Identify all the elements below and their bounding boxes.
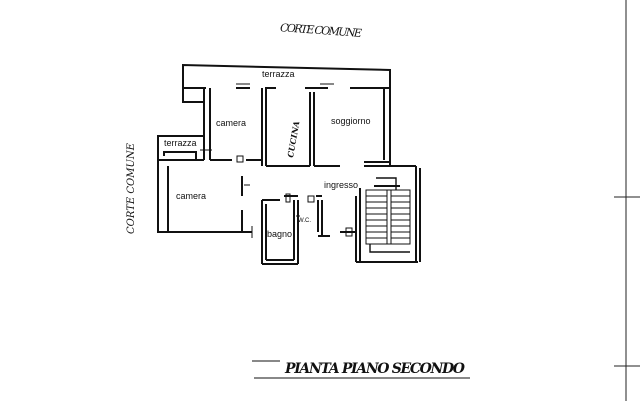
walls <box>157 63 421 265</box>
room-label-wc: W.C. <box>298 218 311 224</box>
window-marks <box>200 83 353 238</box>
room-label-camera-upper: camera <box>216 118 246 128</box>
staircase <box>365 177 411 253</box>
room-label-terrazza-side: terrazza <box>164 138 197 148</box>
room-label-ingresso: ingresso <box>324 180 358 190</box>
corte-comune-side-label: CORTE COMUNE <box>126 142 137 234</box>
room-label-terrazza-top: terrazza <box>262 69 295 79</box>
room-label-bagno: bagno <box>267 229 292 239</box>
room-label-soggiorno: soggiorno <box>331 116 371 126</box>
room-label-camera-lower: camera <box>176 191 206 201</box>
corte-comune-top-label: CORTE COMUNE <box>280 21 363 40</box>
room-label-cucina: CUCINA <box>285 120 301 158</box>
plan-title: PIANTA PIANO SECONDO <box>284 361 466 377</box>
